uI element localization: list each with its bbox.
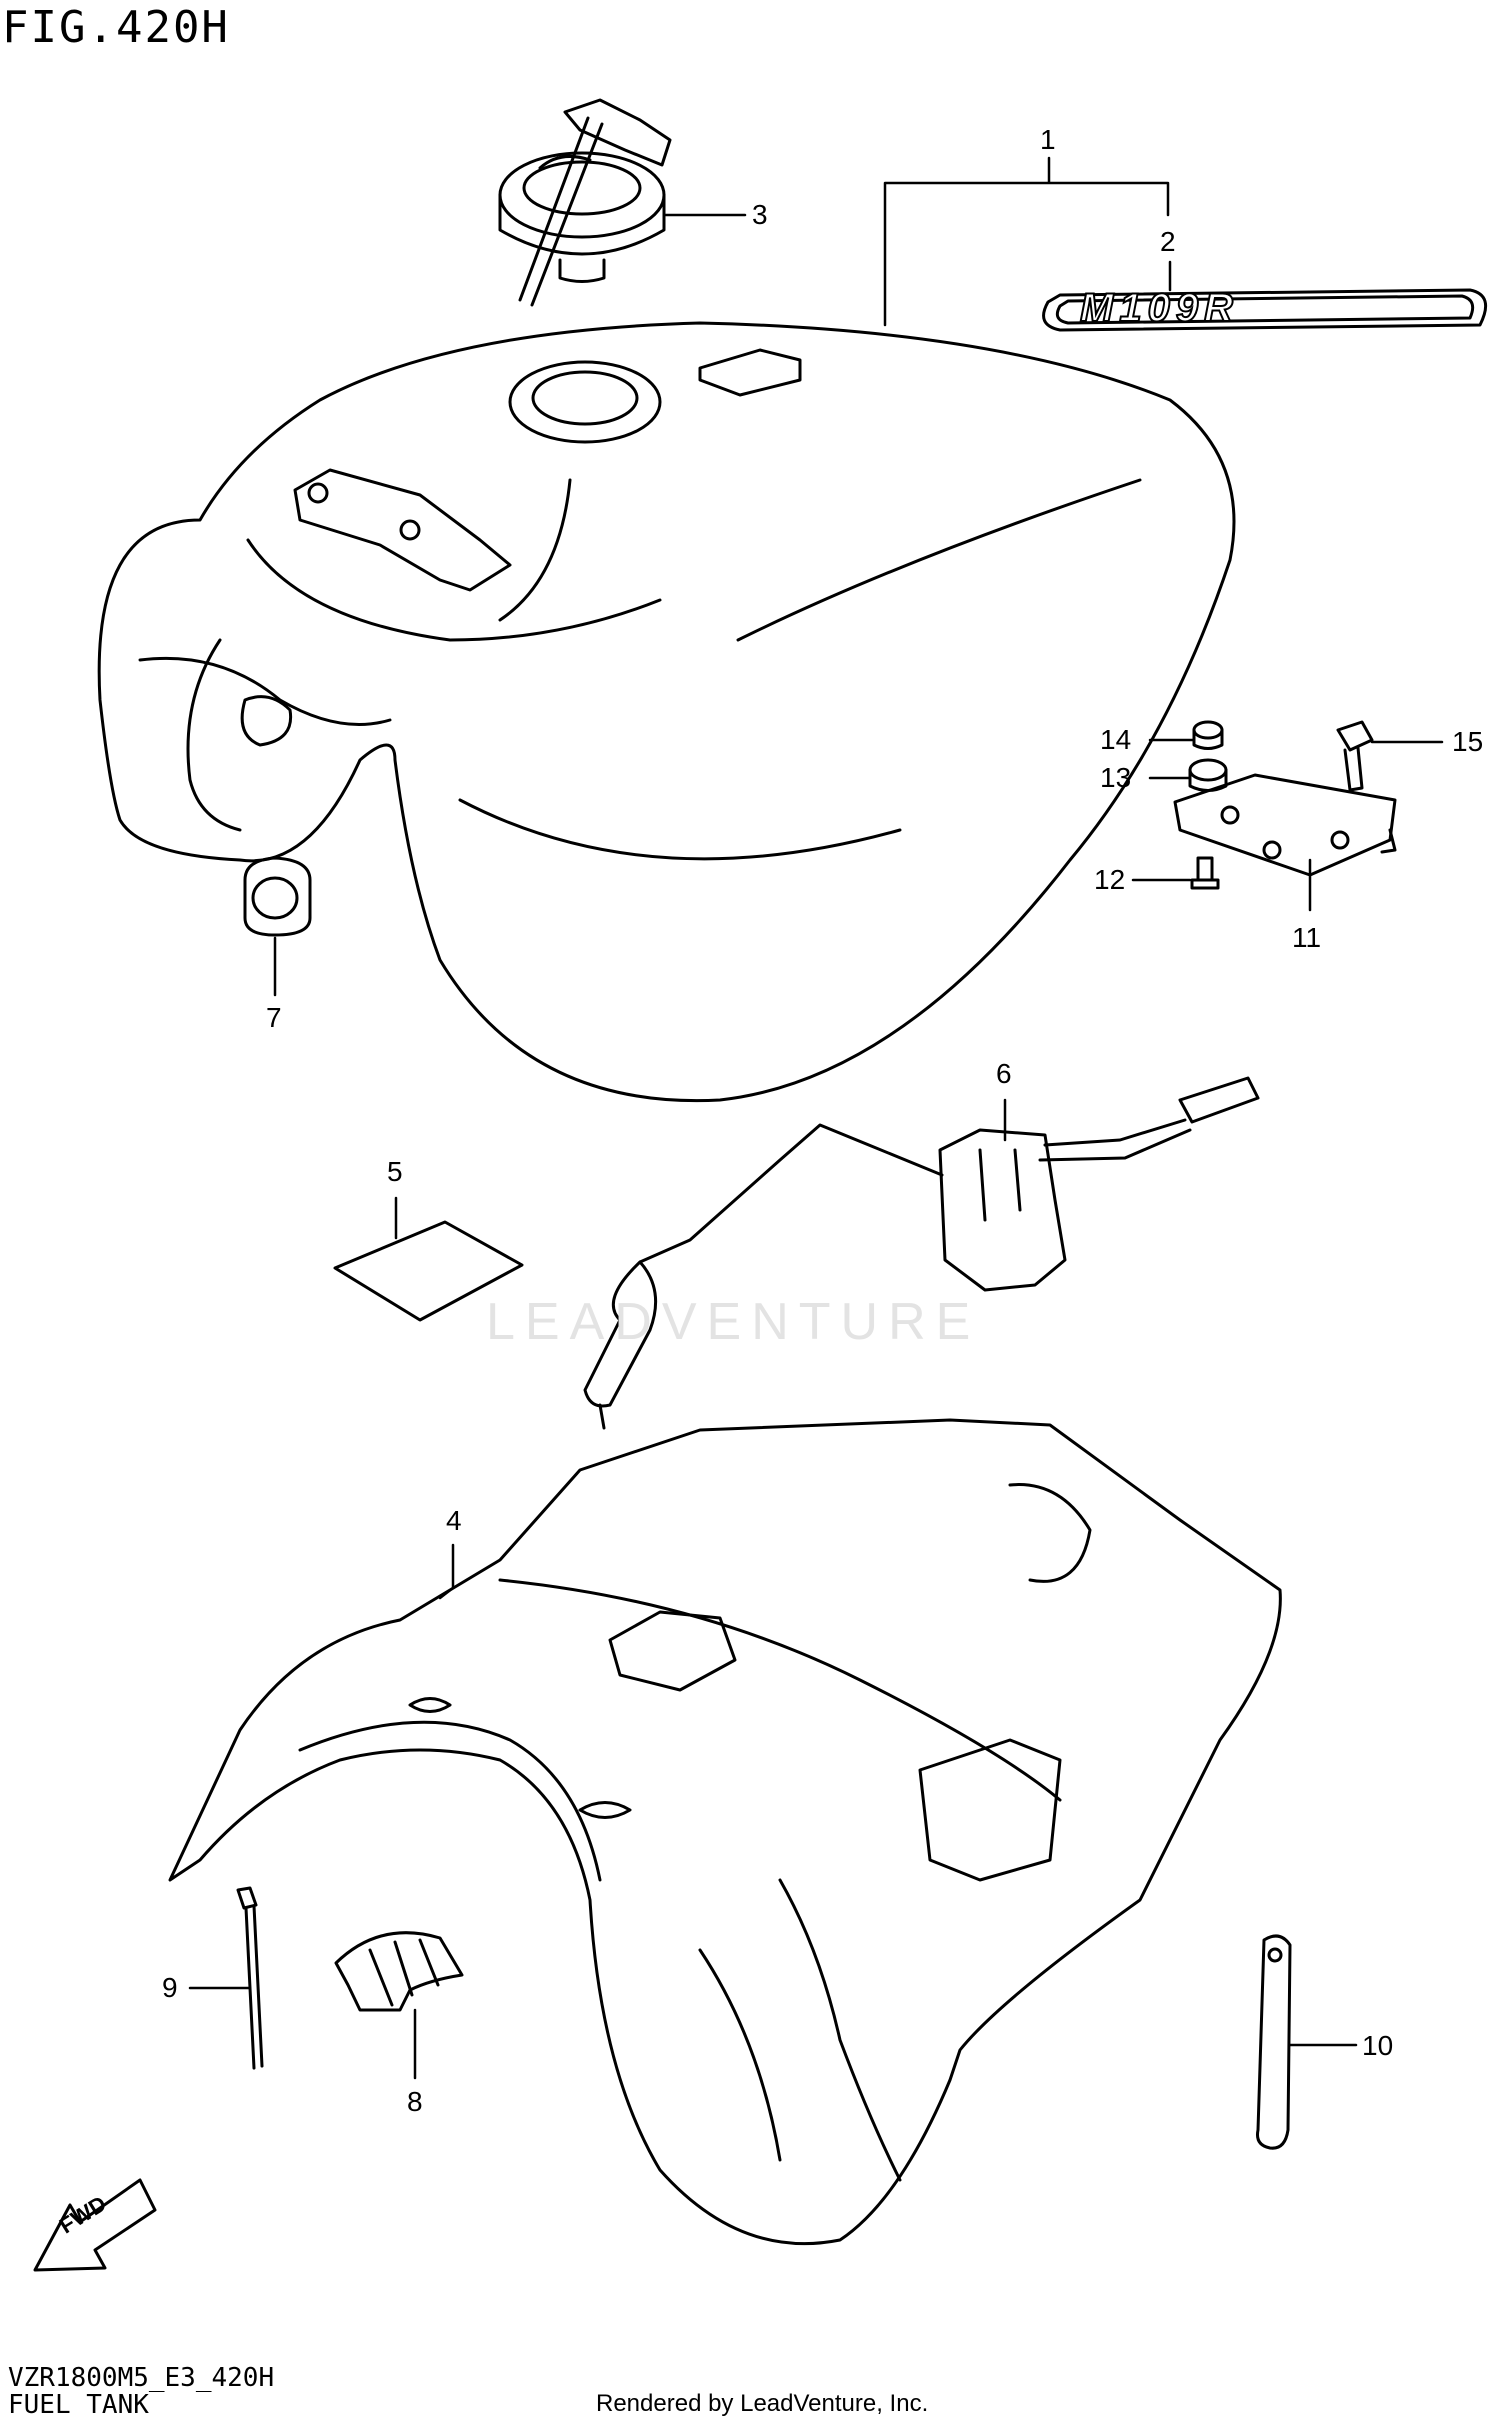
- callout-8: 8: [407, 2086, 423, 2117]
- fuel-cap-part[interactable]: [498, 98, 672, 307]
- render-credit: Rendered by LeadVenture, Inc.: [596, 2390, 929, 2417]
- callout-9: 9: [162, 1972, 178, 2003]
- pad-part[interactable]: [333, 1220, 524, 1322]
- strap-part[interactable]: [1256, 1934, 1292, 2150]
- section-name: FUEL TANK: [8, 2390, 149, 2420]
- cushion-part[interactable]: [243, 856, 312, 937]
- callout-15: 15: [1452, 726, 1484, 757]
- fuel-gauge-part[interactable]: [583, 1076, 1260, 1430]
- callout-1: 1: [1040, 124, 1056, 155]
- model-code: VZR1800M5_E3_420H: [8, 2363, 275, 2393]
- callout-3: 3: [752, 199, 768, 230]
- callout-7: 7: [266, 1002, 282, 1033]
- callout-11: 11: [1292, 922, 1322, 953]
- screw-part[interactable]: [1190, 856, 1220, 890]
- figure-title: FIG.420H: [2, 2, 230, 53]
- cable-tie-part[interactable]: [236, 1886, 264, 2070]
- callout-12: 12: [1094, 864, 1126, 895]
- callout-6: 6: [996, 1058, 1012, 1089]
- callout-5: 5: [387, 1156, 403, 1187]
- bracket-plate-part[interactable]: [1173, 773, 1397, 877]
- badge-text: M109R: [1079, 285, 1239, 331]
- clamp-part[interactable]: [334, 1931, 464, 2012]
- badge-part[interactable]: [1042, 288, 1488, 332]
- callout-14: 14: [1100, 724, 1132, 755]
- leader-lines: [188, 156, 1444, 2080]
- tank-cover-part[interactable]: [168, 1418, 1282, 2246]
- callout-10: 10: [1362, 2030, 1394, 2061]
- watermark-text: LEADVENTURE: [486, 1293, 981, 1351]
- callout-2: 2: [1160, 226, 1176, 257]
- callout-13: 13: [1100, 762, 1132, 793]
- callout-4: 4: [446, 1505, 462, 1536]
- collar-part[interactable]: [1192, 720, 1224, 750]
- fwd-arrow-icon: [33, 2178, 157, 2272]
- grommet-part[interactable]: [1188, 758, 1228, 792]
- bolt-part[interactable]: [1336, 720, 1374, 792]
- fuel-tank-part[interactable]: [97, 321, 1236, 1103]
